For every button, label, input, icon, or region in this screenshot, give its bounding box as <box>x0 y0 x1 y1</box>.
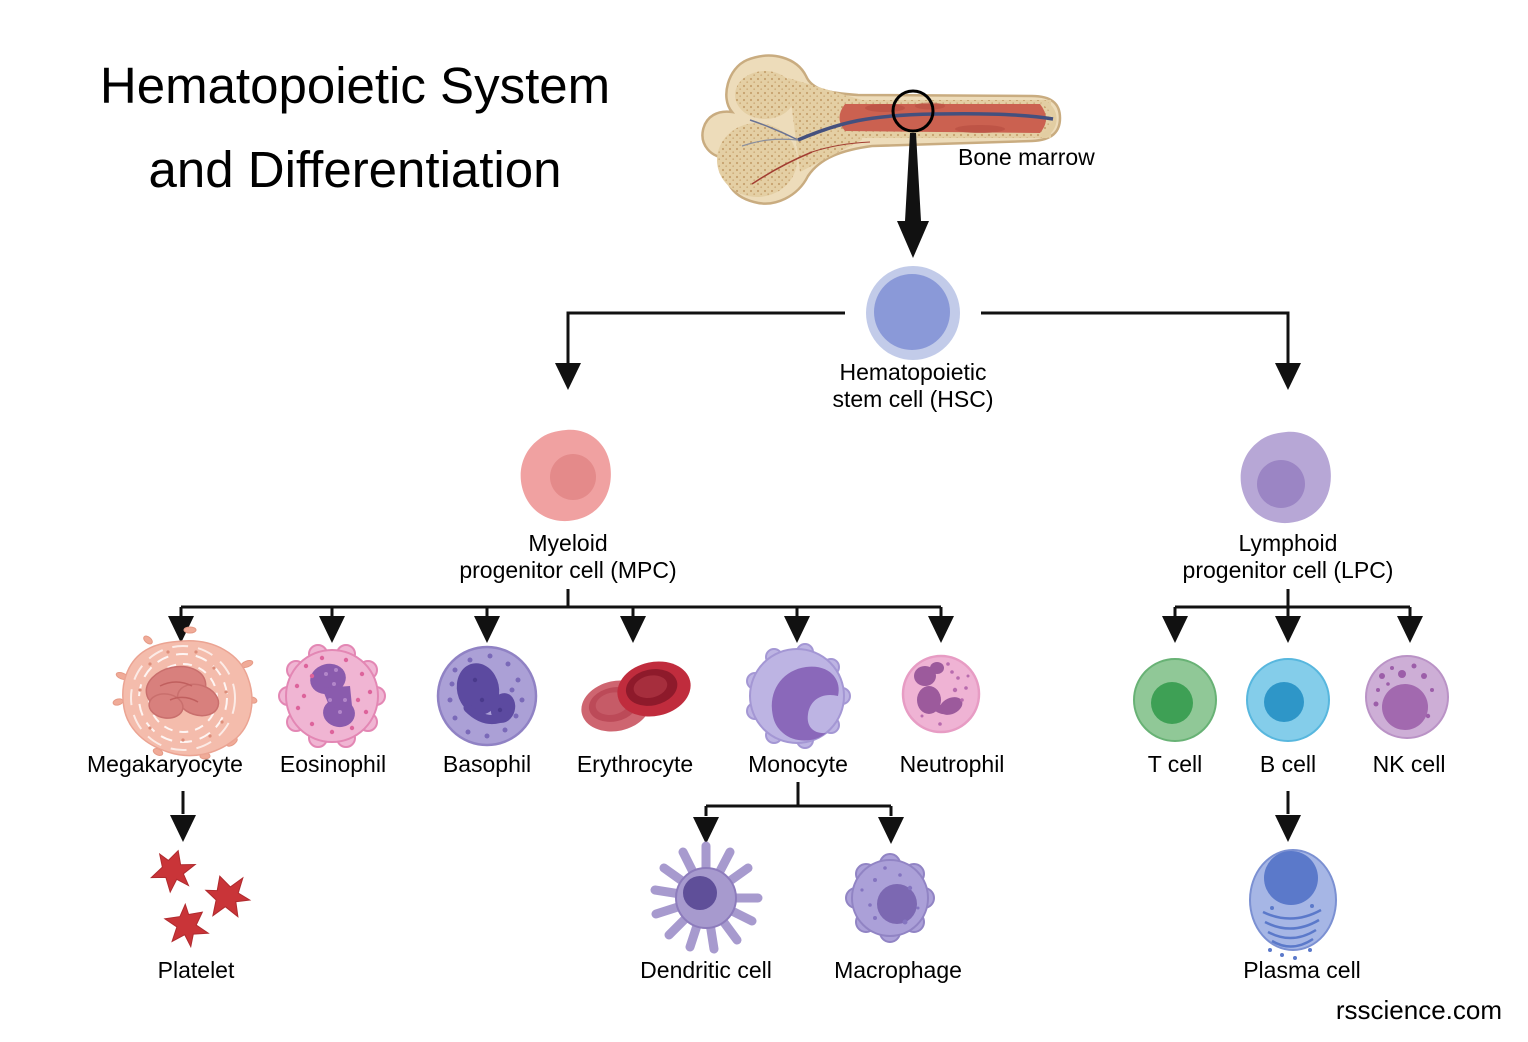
erythrocyte-cell-icon <box>581 661 691 732</box>
hsc-cell-icon <box>866 266 960 360</box>
macrophage-cell-icon <box>845 853 935 943</box>
plasma-cell-icon <box>1249 849 1337 960</box>
neutrophil-label: Neutrophil <box>899 751 1005 777</box>
blood-vessel-icon <box>797 111 1054 142</box>
basophil-label: Basophil <box>442 751 532 777</box>
dendritic-cell-label: Dendritic cell <box>640 957 772 983</box>
bone-marrow-label: Bone marrow <box>958 144 1095 170</box>
macrophage-label: Macrophage <box>834 957 962 983</box>
bone-marrow-arrow <box>897 133 929 258</box>
basophil-cell-icon <box>436 645 538 747</box>
nk-cell-label: NK cell <box>1372 751 1446 777</box>
platelet-label: Platelet <box>157 957 235 983</box>
megakaryocyte-label: Megakaryocyte <box>87 751 243 777</box>
watermark: rsscience.com <box>1335 995 1502 1025</box>
b-cell-icon <box>1246 658 1330 742</box>
t-cell-label: T cell <box>1147 751 1203 777</box>
nk-cell-icon <box>1365 655 1449 739</box>
megakaryocyte-cell-icon <box>112 626 258 760</box>
bone-marrow-circle-annotation <box>891 89 935 133</box>
hsc-label: Hematopoietic stem cell (HSC) <box>832 359 994 412</box>
dendritic-cell-icon <box>650 841 763 954</box>
plasma-cell-label: Plasma cell <box>1243 957 1361 983</box>
erythrocyte-label: Erythrocyte <box>576 751 694 777</box>
lpc-label: Lymphoid progenitor cell (LPC) <box>1182 530 1394 583</box>
monocyte-cell-icon <box>746 643 851 749</box>
title-line-2: and Differentiation <box>148 141 562 198</box>
platelet-icon <box>150 849 252 949</box>
monocyte-label: Monocyte <box>748 751 848 777</box>
t-cell-icon <box>1133 658 1217 742</box>
diagram-title: Hematopoietic System and Differentiation <box>10 44 700 212</box>
neutrophil-cell-icon <box>901 654 981 734</box>
b-cell-label: B cell <box>1259 751 1317 777</box>
mpc-label: Myeloid progenitor cell (MPC) <box>459 530 677 583</box>
lineage-connectors <box>179 311 1412 816</box>
mpc-cell-icon <box>520 429 611 522</box>
eosinophil-label: Eosinophil <box>279 751 387 777</box>
bone-illustration <box>701 54 1062 258</box>
eosinophil-cell-icon <box>278 644 386 748</box>
title-line-1: Hematopoietic System <box>99 57 611 114</box>
lpc-cell-icon <box>1240 431 1331 524</box>
